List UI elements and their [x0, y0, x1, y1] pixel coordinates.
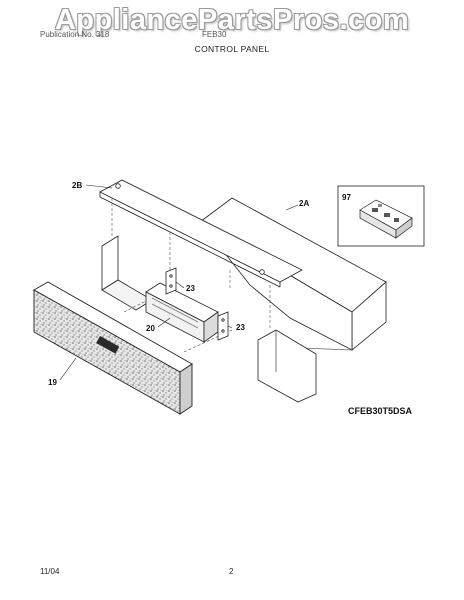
control-panel-glass-part-19 — [33, 281, 193, 415]
callout-97: 97 — [342, 193, 351, 202]
callout-23-upper: 23 — [186, 284, 195, 293]
footer-date: 11/04 — [40, 567, 60, 576]
model-number: CFEB30T5DSA — [348, 406, 413, 416]
top-trim-part-2B — [99, 179, 303, 288]
callout-19: 19 — [48, 378, 57, 387]
publication-label: Publication No. 318 — [40, 30, 110, 39]
mounting-bracket-23-upper — [165, 267, 177, 295]
page-number: 2 — [229, 567, 234, 576]
alignment-lines — [111, 198, 271, 353]
mounting-bracket-23-lower — [217, 311, 229, 341]
leader-lines — [59, 184, 299, 381]
callout-2B: 2B — [72, 181, 82, 190]
section-title: CONTROL PANEL — [194, 44, 270, 54]
inset-box-part-97 — [337, 185, 425, 247]
watermark: AppliancePartsPros.com — [54, 4, 410, 36]
model-prefix: FEB30 — [202, 30, 227, 39]
callout-2A: 2A — [299, 199, 309, 208]
callout-20: 20 — [146, 324, 155, 333]
right-end-bracket — [257, 329, 317, 403]
left-end-bracket — [101, 235, 153, 311]
callout-23-lower: 23 — [236, 323, 245, 332]
electronic-control-part-20 — [145, 282, 219, 343]
